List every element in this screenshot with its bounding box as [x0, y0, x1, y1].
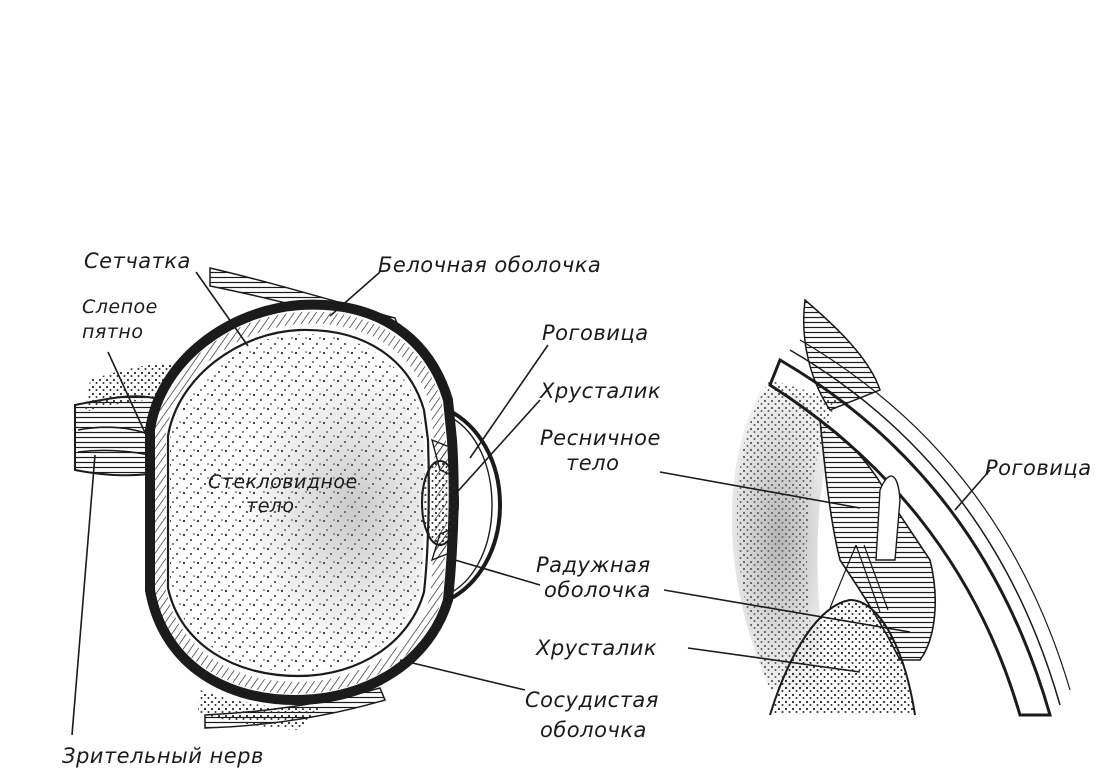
label-choroid-1: Сосудистая: [525, 688, 659, 712]
label-cornea-right: Роговица: [985, 456, 1092, 480]
label-vitreous-1: Стекловидное: [208, 471, 358, 493]
label-sclera: Белочная оболочка: [378, 253, 601, 277]
label-ciliary-2: тело: [566, 451, 619, 475]
lens-left: [422, 461, 458, 545]
leader-optic-nerve: [72, 455, 95, 735]
label-iris-2: оболочка: [544, 578, 651, 602]
leader-lens-left: [450, 400, 540, 500]
label-lens-right: Хрусталик: [535, 636, 657, 660]
label-blind-spot-2: пятно: [82, 321, 143, 343]
label-cornea-left: Роговица: [542, 321, 649, 345]
label-iris-1: Радужная: [536, 553, 651, 577]
label-blind-spot-1: Слепое: [82, 296, 158, 318]
label-retina: Сетчатка: [84, 249, 191, 273]
label-optic-nerve: Зрительный нерв: [62, 744, 264, 768]
label-ciliary-1: Ресничное: [540, 426, 661, 450]
leader-choroid: [400, 660, 525, 690]
label-vitreous-2: тело: [246, 495, 295, 517]
leader-iris-left: [455, 560, 540, 585]
right-detail-view: [660, 300, 1070, 715]
label-lens-left: Хрусталик: [539, 379, 661, 403]
label-choroid-2: оболочка: [540, 718, 647, 742]
leader-cornea-left: [470, 345, 548, 458]
